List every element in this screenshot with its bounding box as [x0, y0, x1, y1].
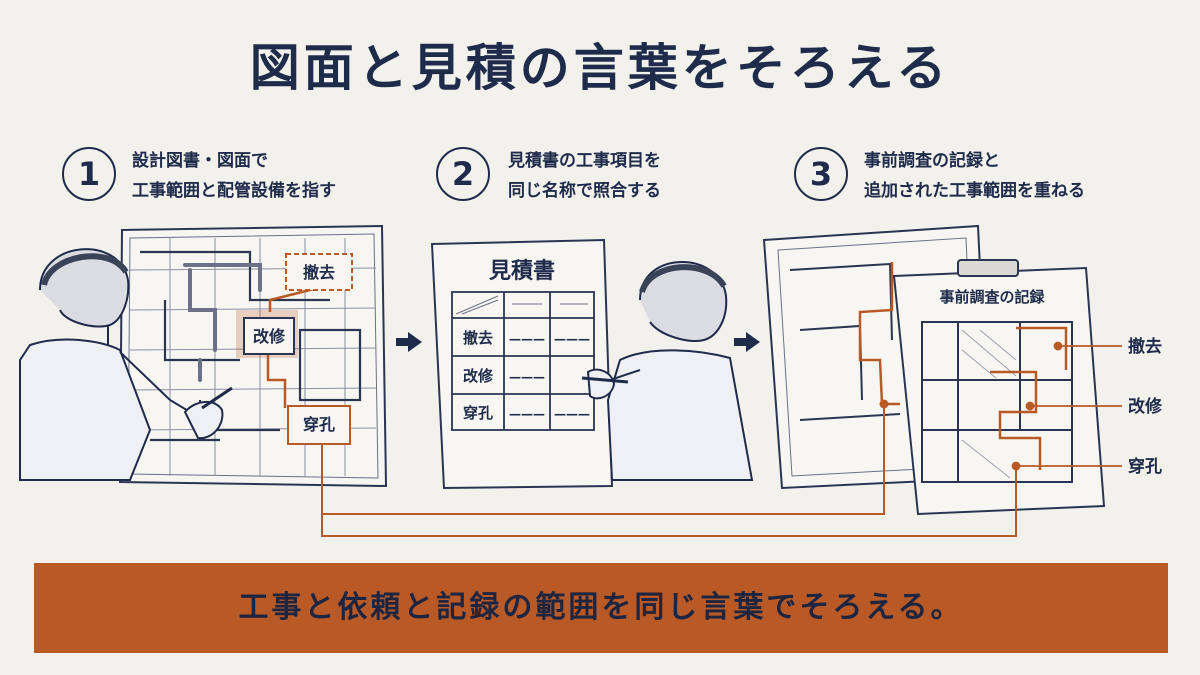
step-2-line2: 同じ名称で照合する — [508, 181, 661, 201]
connector-lines — [321, 399, 1017, 537]
step-3-line2: 追加された工事範囲を重ねる — [864, 181, 1085, 201]
step-1-line2: 工事範囲と配管設備を指す — [132, 181, 336, 201]
step-1-text: 設計図書・図面で 工事範囲と配管設備を指す — [132, 146, 336, 206]
plan-tag-renovation: 改修 — [236, 310, 298, 358]
arrow-step-2-to-3 — [734, 332, 760, 352]
estimate-row-3-c2: ——— — [554, 407, 590, 421]
step-2-number: 2 — [436, 147, 490, 201]
person-writing-illustration — [581, 261, 754, 481]
step-3-text: 事前調査の記録と 追加された工事範囲を重ねる — [864, 146, 1085, 206]
step-2-text: 見積書の工事項目を 同じ名称で照合する — [508, 146, 661, 206]
estimate-row-2-item: 改修 — [463, 367, 494, 385]
estimate-row-3-c1: ——— — [509, 407, 545, 421]
survey-label-renovation: 改修 — [1128, 396, 1163, 417]
survey-callout-lines — [1011, 341, 1122, 471]
survey-label-boring: 穿孔 — [1128, 456, 1162, 477]
page-title: 図面と見積の言葉をそろえる — [249, 39, 951, 97]
arrow-step-1-to-2 — [396, 332, 422, 352]
step-1-line1: 設計図書・図面で — [132, 151, 268, 171]
step-1-number: 1 — [62, 147, 116, 201]
survey-record-clipboard: 事前調査の記録 — [892, 259, 1106, 516]
plan-tag-boring-label: 穿孔 — [303, 415, 335, 434]
step-3-line1: 事前調査の記録と — [864, 151, 1000, 171]
plan-tag-boring: 穿孔 — [287, 405, 351, 445]
estimate-sheet: 見積書 撤去 ——— ——— 改修 ——— 穿孔 ——— ——— — [430, 238, 614, 490]
estimate-row-3-item: 穿孔 — [463, 404, 493, 422]
step-2-line1: 見積書の工事項目を — [508, 151, 661, 171]
estimate-row-1-item: 撤去 — [463, 329, 493, 347]
survey-label-removal: 撤去 — [1128, 336, 1162, 357]
summary-banner: 工事と依頼と記録の範囲を同じ言葉でそろえる。 — [34, 563, 1168, 653]
person-pointing-illustration — [19, 248, 233, 481]
step-3-number: 3 — [794, 147, 848, 201]
estimate-row-1-c2: ——— — [554, 332, 590, 346]
estimate-row-1-c1: ——— — [509, 332, 545, 346]
survey-record-title: 事前調査の記録 — [939, 288, 1045, 306]
plan-tag-renovation-label: 改修 — [253, 327, 286, 346]
plan-tag-removal: 撤去 — [285, 253, 353, 291]
estimate-title: 見積書 — [489, 258, 555, 284]
estimate-row-2-c1: ——— — [509, 370, 545, 384]
plan-tag-removal-label: 撤去 — [303, 263, 335, 282]
